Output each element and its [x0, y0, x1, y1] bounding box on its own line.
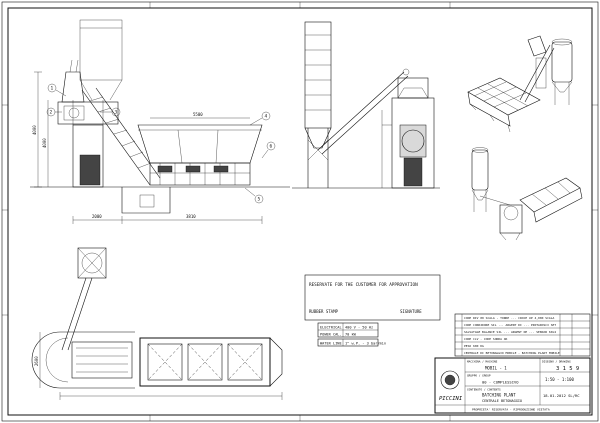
dim-length-a: 2000: [92, 214, 102, 219]
company-logo-icon: [440, 370, 460, 390]
electrical-label: ELECTRICAL: [320, 326, 342, 330]
water-label: WATER LINE: [320, 342, 342, 346]
balloon-5: 5: [244, 187, 264, 204]
dim-bins: 5500: [193, 112, 203, 117]
revision-row-2: CODE CORRIDORE SIL ... ARGENT DI ... PIN…: [464, 323, 556, 327]
scale-value: 1:50 - 1:100: [545, 377, 574, 382]
drawing-label: DISEGNO / DRAWING: [542, 360, 571, 364]
balloon-1: 1: [47, 83, 67, 97]
signature-label: SIGNATURE: [400, 309, 422, 314]
power-label: POWER CAL.: [320, 333, 342, 337]
svg-text:1: 1: [51, 86, 54, 92]
drawing-number: 3 1 5 9: [556, 366, 579, 372]
contents-label: CONTENUTO / CONTENTS: [467, 388, 501, 392]
balloon-2: 2: [46, 107, 62, 117]
power-value: 70 kW: [345, 333, 357, 337]
contents-line-1: BATCHING PLANT: [482, 393, 516, 398]
approval-box: RESERVATE FOR THE CUSTOMER FOR APPROVATI…: [304, 274, 441, 321]
title-block: PICCINI MACCHINA / MACHINE MOBIL - 1 DIS…: [434, 357, 591, 414]
revision-row-3: SALVATAGE BALANCE SIL ... ARGENT DE ... …: [464, 330, 556, 334]
balloon-4: 4: [249, 111, 271, 126]
date-value: 18.01.2012 SL/RC: [543, 393, 580, 398]
revision-row-1: CODE RIV 00 SCALA - TORRE ... CROCE UP 4…: [464, 316, 555, 320]
company-name: PICCINI: [439, 396, 463, 402]
rubber-stamp-label: RUBBER STAMP: [309, 309, 338, 314]
contents-line-2: CENTRALE BETONAGGIO: [482, 399, 522, 403]
svg-text:3: 3: [115, 110, 118, 116]
front-elevation-view: 4000 4000 2000 3810 5500 1 2 3 4 5 6: [30, 19, 290, 224]
utilities-table: ELECTRICAL 400 V - 50 Hz POWER CAL. 70 k…: [317, 322, 386, 347]
isometric-view-top: [467, 35, 573, 133]
machine-label: MACCHINA / MACHINE: [467, 360, 498, 364]
balloon-6: 6: [261, 141, 276, 159]
machine-value: MOBIL - 1: [485, 366, 507, 371]
plan-view: 2600: [31, 247, 283, 400]
revision-row-6: CENTRALE DI BETONAGGIO MOBILE - BATCHING…: [464, 351, 560, 355]
approval-heading: RESERVATE FOR THE CUSTOMER FOR APPROVATI…: [309, 282, 418, 288]
dim-plan-width: 2600: [34, 356, 39, 366]
dim-length-b: 3810: [186, 214, 196, 219]
svg-text:4: 4: [265, 114, 268, 120]
revision-table: CODE RIV 00 SCALA - TORRE ... CROCE UP 4…: [454, 313, 591, 357]
svg-text:5: 5: [258, 197, 261, 203]
svg-text:6: 6: [270, 144, 273, 150]
isometric-view-bottom: [471, 147, 583, 241]
revision-row-4: CODE CLV - CODE SONDA 4R: [464, 337, 508, 341]
group-value: 00 - COMPLESSIVO: [482, 380, 519, 385]
svg-text:2: 2: [50, 110, 53, 116]
balloon-3: 3: [100, 107, 121, 117]
electrical-value: 400 V - 50 Hz: [345, 326, 373, 330]
water-value: 1" w.P. - 3 bar/min: [345, 342, 386, 346]
group-label: GRUPPO / GROUP: [467, 374, 491, 378]
side-elevation-view: [292, 21, 440, 189]
dim-height-b: 4000: [42, 138, 47, 148]
footer-note: PROPRIETA' RISERVATA - RIPRODUZIONE VIET…: [472, 408, 550, 412]
revision-row-5: PESO 600 KG: [464, 344, 484, 348]
dim-height-a: 4000: [32, 125, 37, 135]
